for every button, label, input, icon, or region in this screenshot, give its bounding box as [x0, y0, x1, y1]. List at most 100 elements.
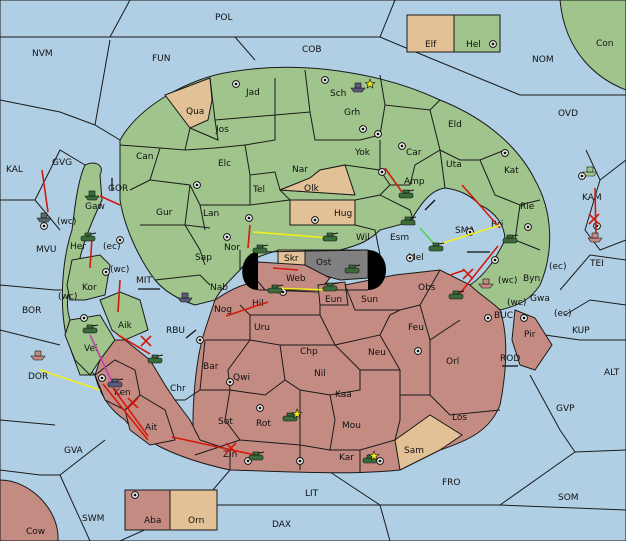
red-continent[interactable]: [192, 269, 507, 474]
army-tank-icon[interactable]: [267, 284, 284, 294]
label-kup: KUP: [572, 326, 590, 336]
supply-center-dot: [400, 144, 404, 148]
territory-sam[interactable]: [394, 414, 463, 471]
label-ken: Ken: [114, 388, 131, 398]
fleet-ship-icon[interactable]: [350, 82, 366, 93]
label-cow: Cow: [26, 527, 45, 537]
supply-center-dot: [281, 290, 285, 294]
label-alt: ALT: [604, 368, 620, 378]
supply-center-dot: [298, 459, 302, 463]
label-gvg: GVG: [52, 158, 72, 168]
label-mit: MIT: [136, 276, 152, 286]
territory-qua[interactable]: [164, 77, 213, 129]
fleet-ship-icon[interactable]: [582, 166, 598, 177]
army-tank-icon[interactable]: [252, 244, 269, 254]
territory-pir[interactable]: [511, 309, 553, 371]
army-tank-icon[interactable]: [322, 232, 339, 242]
red-territory-borders: [175, 269, 553, 472]
cut-x-icon: [225, 442, 237, 454]
supply-center-dot: [228, 380, 232, 384]
label-can: Can: [136, 152, 154, 162]
label-rod: ROD: [500, 354, 520, 364]
move-arrow: [117, 279, 121, 313]
army-tank-icon[interactable]: [428, 242, 445, 252]
label-orn: Orn: [188, 516, 204, 526]
label-nil: Nil: [314, 369, 326, 379]
move-arrow: [171, 436, 256, 456]
supply-center-dot: [133, 493, 137, 497]
label-sma: SMA: [455, 226, 475, 236]
territory-olk[interactable]: [279, 164, 356, 196]
supply-center-dot: [246, 459, 250, 463]
army-tank-icon[interactable]: [502, 234, 519, 244]
fleet-ship-icon[interactable]: [36, 212, 52, 223]
army-tank-icon[interactable]: [344, 264, 361, 274]
label-web: Web: [286, 274, 306, 284]
label-rie: Rie: [520, 202, 535, 212]
supply-center-dot: [486, 316, 490, 320]
supply-center-dot: [258, 406, 262, 410]
army-tank-icon[interactable]: [400, 216, 417, 226]
support-arrow: [39, 369, 101, 391]
label-nog: Nog: [214, 305, 232, 315]
army-tank-icon[interactable]: [322, 282, 339, 292]
supply-center-dot: [522, 316, 526, 320]
move-arrow: [461, 184, 501, 229]
label-gva: GVA: [64, 446, 84, 456]
unit-markers: [30, 78, 603, 464]
green-territory-borders: [119, 69, 541, 286]
label-buc: BUC: [494, 311, 513, 321]
label-gvp: GVP: [556, 404, 575, 414]
army-tank-icon[interactable]: [448, 290, 465, 300]
supply-center-dot: [100, 376, 104, 380]
supply-center-dot: [247, 216, 251, 220]
supply-center-dot: [491, 42, 495, 46]
territory-hug[interactable]: [289, 199, 356, 226]
label-dax: DAX: [272, 520, 291, 530]
supply-center-dot: [378, 459, 382, 463]
army-tank-icon[interactable]: [147, 354, 164, 364]
move-arrow: [112, 387, 149, 437]
label-nar: Nar: [292, 165, 308, 175]
fleet-ship-icon[interactable]: [84, 190, 100, 201]
supply-center-dot: [313, 218, 317, 222]
supply-center-dot: [408, 256, 412, 260]
army-tank-icon[interactable]: [398, 189, 415, 199]
territory-orn[interactable]: [169, 489, 218, 531]
label-qua: Qua: [186, 107, 204, 117]
fleet-ship-icon[interactable]: [587, 232, 603, 243]
fleet-ship-icon[interactable]: [30, 350, 46, 361]
move-arrow: [99, 195, 121, 206]
supply-center-dot: [416, 349, 420, 353]
label-gur: Gur: [156, 208, 173, 218]
territory-kor[interactable]: [66, 254, 111, 301]
label-sot: Sot: [218, 417, 233, 427]
label-aba: Aba: [144, 516, 161, 526]
army-tank-icon[interactable]: [82, 324, 99, 334]
label-kam: KAM: [582, 193, 602, 203]
label-eld: Eld: [448, 120, 462, 130]
label-tei: TEI: [589, 259, 604, 269]
label-rot: Rot: [256, 419, 271, 429]
star-icon: [368, 450, 380, 461]
label-bor: BOR: [22, 306, 41, 316]
move-arrow: [247, 224, 251, 249]
label-sch: Sch: [330, 89, 346, 99]
territory-vei[interactable]: [64, 314, 116, 376]
label-kat: Kat: [504, 166, 519, 176]
label-swm: SWM: [82, 514, 104, 524]
label-jad: Jad: [245, 88, 260, 98]
fleet-ship-icon[interactable]: [177, 292, 193, 303]
label-ovd: OVD: [558, 109, 578, 119]
fleet-ship-icon[interactable]: [478, 278, 494, 289]
territory-elf[interactable]: [406, 14, 455, 53]
coast-label: (ec): [103, 242, 121, 252]
label-uta: Uta: [446, 160, 462, 170]
label-vei: Vei: [84, 344, 98, 354]
army-tank-icon[interactable]: [107, 378, 124, 388]
order-arrows: [39, 167, 597, 456]
label-ait: Ait: [145, 423, 158, 433]
army-tank-icon[interactable]: [80, 232, 97, 242]
army-tank-icon[interactable]: [248, 451, 265, 461]
